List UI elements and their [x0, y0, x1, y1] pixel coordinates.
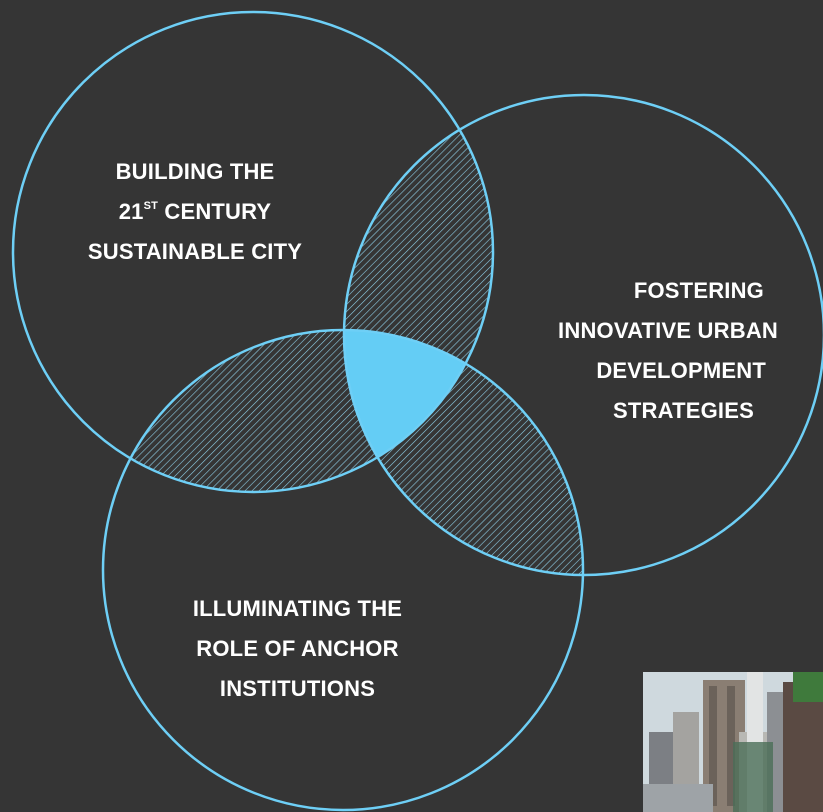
ordinal-suffix: ST	[143, 200, 159, 212]
circle-b-label-line: STRATEGIES	[613, 398, 754, 423]
circle-a-label-line: SUSTAINABLE CITY	[87, 239, 303, 264]
city-skyline-photo	[643, 672, 823, 812]
circle-b-label-line: INNOVATIVE URBAN	[558, 318, 778, 343]
circle-b-label: FOSTERING INNOVATIVE URBAN DEVELOPMENT S…	[510, 271, 778, 431]
overlap-b-c	[344, 330, 583, 575]
century-word: CENTURY	[164, 199, 272, 224]
circle-b-label-line: FOSTERING	[633, 278, 764, 303]
circle-a-label-line: BUILDING THE	[115, 159, 275, 184]
century-number: 21	[118, 199, 144, 224]
circle-c-label-line: ROLE OF ANCHOR	[196, 636, 399, 661]
circle-c-label: ILLUMINATING THE ROLE OF ANCHOR INSTITUT…	[170, 589, 425, 709]
circle-c-label-line: INSTITUTIONS	[219, 676, 376, 701]
circle-a-label-line: 21ST CENTURY	[76, 192, 314, 232]
circle-c	[101, 328, 585, 812]
circle-c-label-line: ILLUMINATING THE	[192, 596, 403, 621]
circle-b-label-line: DEVELOPMENT	[596, 358, 766, 383]
circle-a	[11, 10, 495, 494]
circle-a-label: BUILDING THE 21ST CENTURY SUSTAINABLE CI…	[76, 152, 314, 272]
